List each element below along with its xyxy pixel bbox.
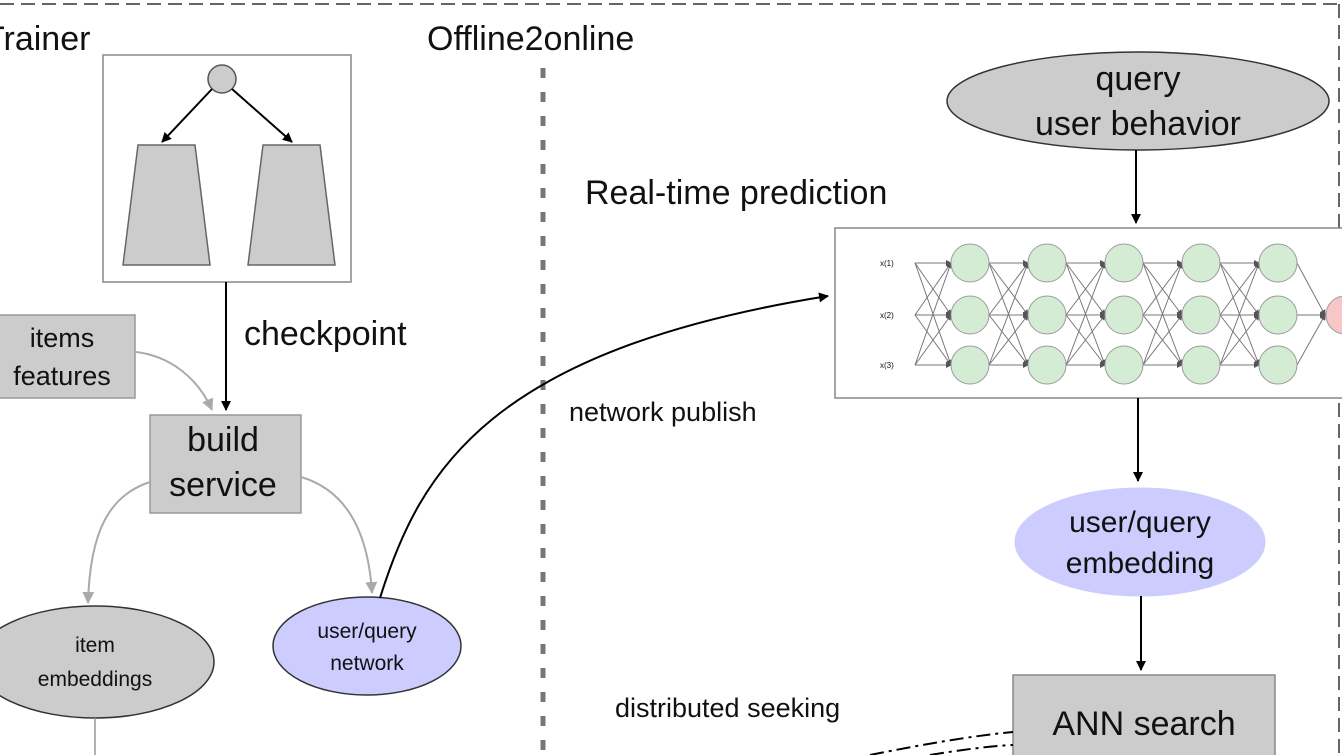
nn-nodes xyxy=(950,243,1342,385)
items-features-node: items features xyxy=(0,314,136,399)
svg-text:user/query: user/query xyxy=(317,620,417,643)
nn-edge xyxy=(1219,262,1260,316)
build-service-node: build service xyxy=(149,414,302,514)
user-query-embedding-node: user/query embedding xyxy=(1014,487,1266,597)
items-to-build-arrow xyxy=(135,351,214,411)
nn-neuron xyxy=(1258,345,1298,385)
distributed-seeking-line-2 xyxy=(929,744,1014,755)
model-root-node xyxy=(207,64,237,94)
nn-input-label: x(3) xyxy=(880,361,894,370)
svg-text:embedding: embedding xyxy=(1066,547,1214,580)
nn-edge xyxy=(988,262,1030,366)
nn-edge xyxy=(1296,314,1326,366)
nn-edge xyxy=(988,314,1029,366)
nn-edge xyxy=(988,262,1029,316)
user-query-network-node: user/query network xyxy=(272,596,462,696)
offline2online-section-title: Offline2online xyxy=(427,20,634,58)
nn-neuron xyxy=(1104,243,1144,283)
build-to-user-network-arrow xyxy=(300,476,378,594)
nn-neuron xyxy=(1181,295,1221,335)
network-publish-label: network publish xyxy=(569,397,757,427)
nn-edge xyxy=(1142,314,1183,366)
checkpoint-label: checkpoint xyxy=(244,315,407,353)
svg-text:items: items xyxy=(30,323,95,353)
nn-neuron xyxy=(950,295,990,335)
nn-neuron xyxy=(1104,295,1144,335)
realtime-network: x(1) x(2) x(3) xyxy=(834,227,1342,399)
svg-text:network: network xyxy=(330,652,404,675)
distributed-seeking-line xyxy=(869,731,1014,755)
nn-inputs: x(1) x(2) x(3) xyxy=(880,259,894,370)
nn-neuron xyxy=(1181,243,1221,283)
nn-edge xyxy=(1142,262,1184,366)
svg-text:service: service xyxy=(169,466,277,504)
svg-text:user behavior: user behavior xyxy=(1035,105,1241,143)
nn-edge xyxy=(914,314,952,366)
nn-edge xyxy=(1065,314,1106,366)
nn-neuron xyxy=(1104,345,1144,385)
nn-neuron xyxy=(950,345,990,385)
nn-edges xyxy=(914,260,1326,368)
nn-edge xyxy=(1219,262,1261,366)
nn-edge xyxy=(1142,262,1183,316)
item-embeddings-node: item embeddings xyxy=(0,605,215,719)
nn-neuron xyxy=(1027,295,1067,335)
nn-neuron xyxy=(1027,243,1067,283)
nn-neuron xyxy=(1258,295,1298,335)
nn-edge xyxy=(1065,262,1107,366)
svg-text:embeddings: embeddings xyxy=(38,668,152,691)
build-to-item-embeddings-arrow xyxy=(82,481,151,604)
nn-output-neuron xyxy=(1325,295,1342,335)
svg-text:query: query xyxy=(1095,60,1180,98)
nn-edge xyxy=(914,262,953,366)
realtime-prediction-title: Real-time prediction xyxy=(585,174,887,212)
nn-input-label: x(2) xyxy=(880,311,894,320)
trainer-section-title: Trainer xyxy=(0,20,90,58)
nn-neuron xyxy=(950,243,990,283)
nn-edge xyxy=(1219,314,1260,366)
nn-edge xyxy=(914,262,952,316)
svg-text:user/query: user/query xyxy=(1069,506,1211,539)
nn-neuron xyxy=(1258,243,1298,283)
query-user-behavior-node: query user behavior xyxy=(946,51,1330,151)
nn-edge xyxy=(1065,262,1106,316)
svg-text:features: features xyxy=(13,361,111,391)
nn-edge xyxy=(1296,262,1326,316)
nn-input-label: x(1) xyxy=(880,259,894,268)
two-tower-model xyxy=(102,54,352,283)
ann-search-node: ANN search xyxy=(1012,674,1276,755)
right-tower xyxy=(247,144,336,266)
svg-text:item: item xyxy=(75,634,115,657)
svg-text:build: build xyxy=(187,421,259,459)
svg-text:ANN search: ANN search xyxy=(1052,705,1235,743)
distributed-seeking-label: distributed seeking xyxy=(615,693,840,723)
network-publish-arrow xyxy=(379,292,829,599)
left-tower xyxy=(122,144,211,266)
nn-neuron xyxy=(1181,345,1221,385)
nn-neuron xyxy=(1027,345,1067,385)
